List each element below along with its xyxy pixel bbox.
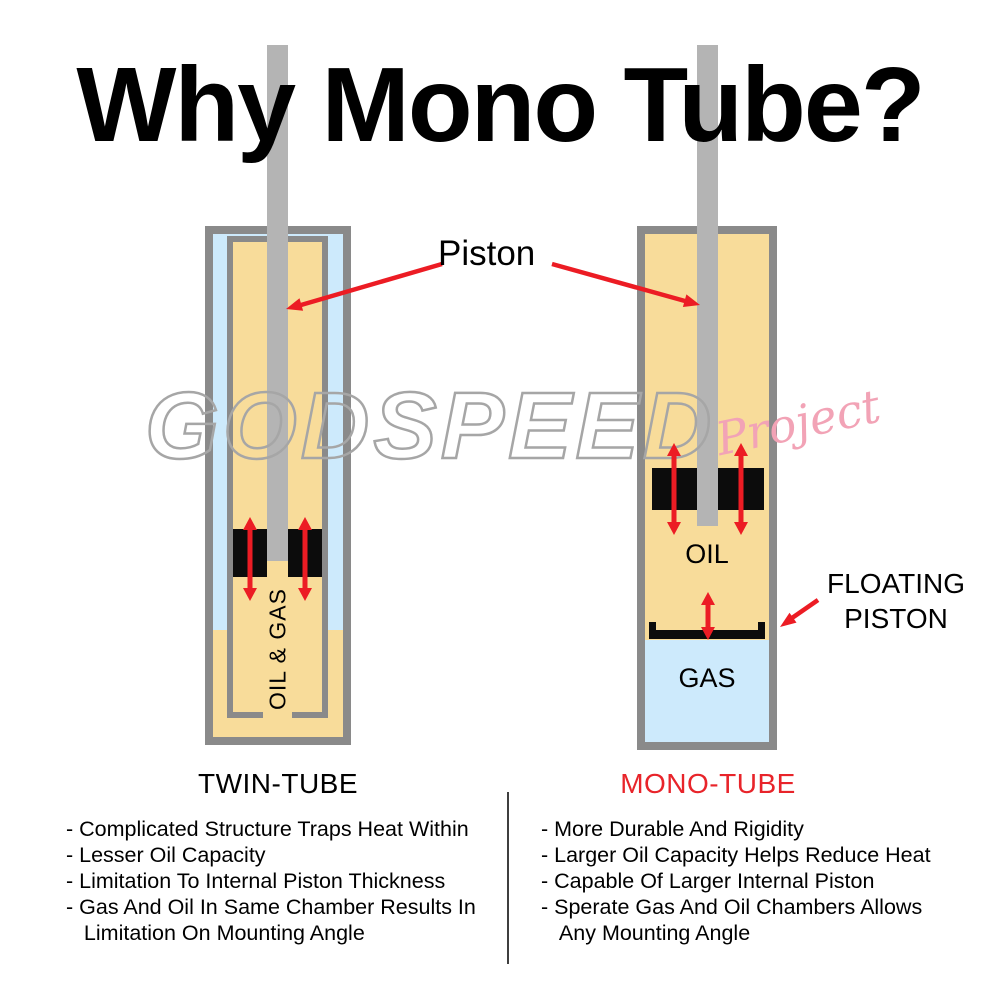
twin-piston-block-left — [233, 529, 267, 577]
list-item: - Larger Oil Capacity Helps Reduce Heat — [541, 843, 931, 867]
twin-piston-rod — [267, 45, 288, 561]
list-item: - Sperate Gas And Oil Chambers Allows An… — [541, 895, 923, 945]
list-item: - Lesser Oil Capacity — [66, 843, 266, 867]
floating-piston-callout-arrow — [780, 598, 820, 627]
mono-piston-rod — [697, 45, 718, 526]
mono-gas-region — [645, 640, 769, 742]
floating-piston-edge-right — [758, 622, 765, 639]
list-divider — [507, 792, 509, 964]
piston-label: Piston — [438, 234, 536, 273]
oil-label: OIL — [685, 539, 729, 569]
floating-piston-edge-left — [649, 622, 656, 639]
list-item: - Complicated Structure Traps Heat Withi… — [66, 817, 469, 841]
mono-piston-block-right — [718, 468, 764, 510]
twin-tube-caption: TWIN-TUBE — [197, 768, 359, 799]
oil-gas-label: OIL & GAS — [264, 588, 291, 710]
twin-inner-tube-opening — [263, 711, 292, 720]
page-title: Why Mono Tube? — [76, 46, 925, 164]
floating-piston-label: FLOATING PISTON — [827, 568, 965, 634]
twin-tube-points: - Complicated Structure Traps Heat Withi… — [66, 816, 508, 946]
list-item: - Gas And Oil In Same Chamber Results In… — [66, 895, 476, 945]
gas-label: GAS — [678, 663, 736, 693]
list-item: - Capable Of Larger Internal Piston — [541, 869, 875, 893]
floating-piston-bar — [649, 630, 765, 639]
mono-tube-points: - More Durable And Rigidity - Larger Oil… — [541, 816, 986, 946]
mono-tube-caption: MONO-TUBE — [620, 768, 796, 799]
list-item: - Limitation To Internal Piston Thicknes… — [66, 869, 446, 893]
list-item: - More Durable And Rigidity — [541, 817, 804, 841]
twin-piston-block-right — [288, 529, 322, 577]
mono-piston-block-left — [652, 468, 697, 510]
